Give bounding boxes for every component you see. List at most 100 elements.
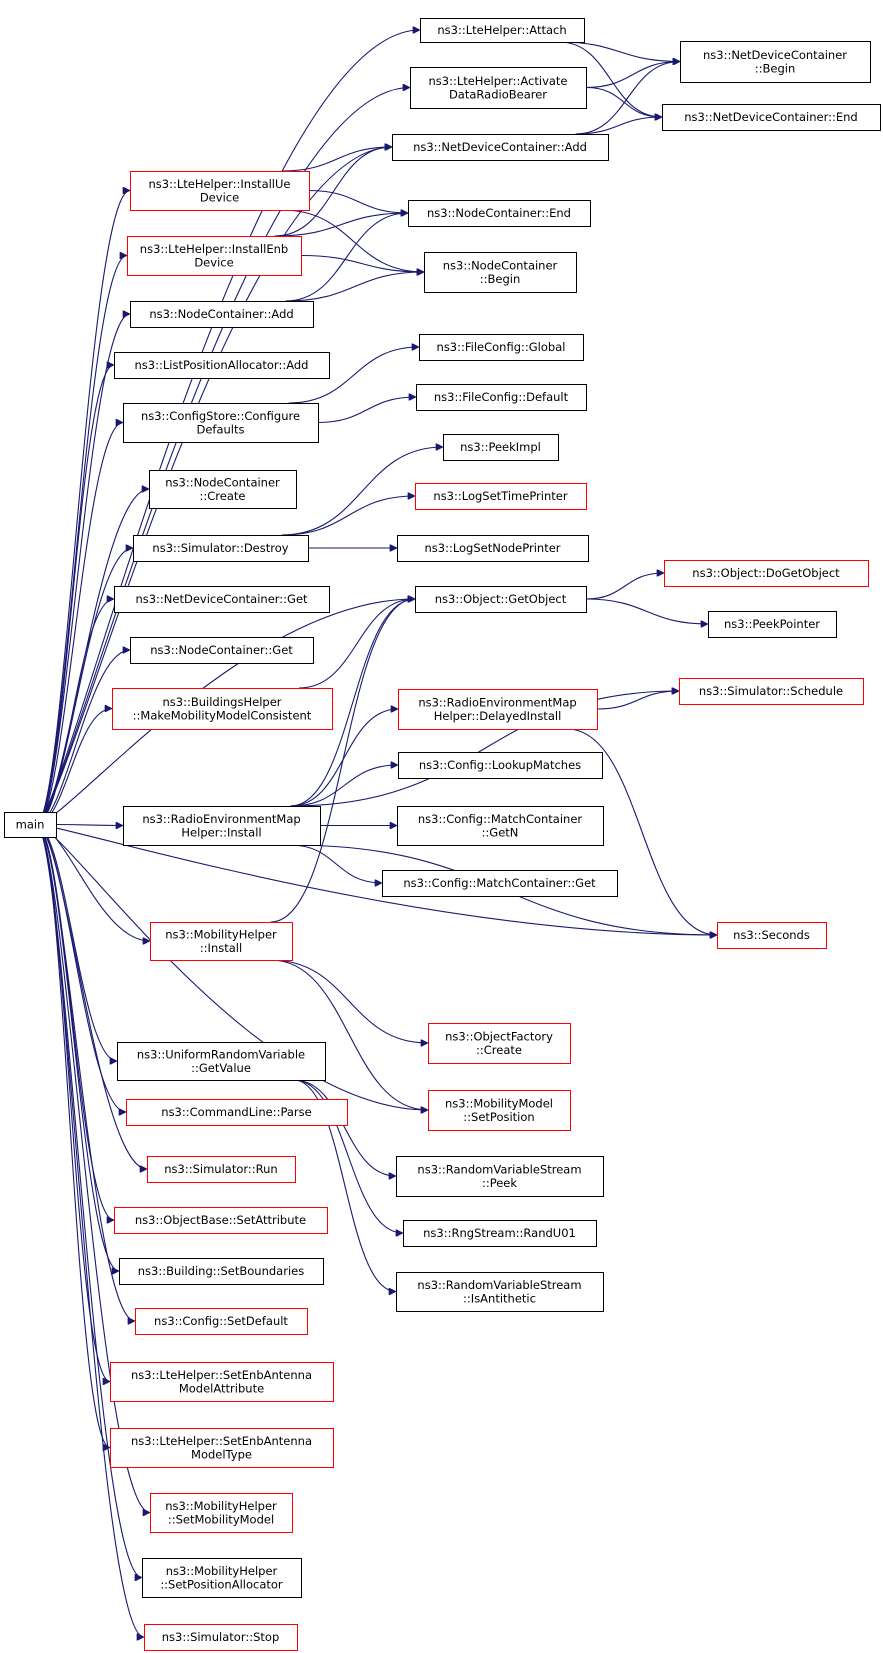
node-box[interactable]	[679, 678, 864, 705]
node-box[interactable]	[127, 236, 302, 276]
function-node-rvs-peek[interactable]: ns3::RandomVariableStream::Peek	[396, 1156, 604, 1197]
function-node-of-create[interactable]: ns3::ObjectFactory::Create	[428, 1023, 571, 1064]
node-box[interactable]	[114, 352, 330, 379]
node-box[interactable]	[147, 1156, 296, 1183]
node-box[interactable]	[717, 922, 827, 949]
node-box[interactable]	[416, 384, 587, 411]
function-node-cfg-lookup[interactable]: ns3::Config::LookupMatches	[398, 752, 603, 779]
node-box[interactable]	[150, 922, 293, 961]
function-node-lpa-add[interactable]: ns3::ListPositionAllocator::Add	[114, 352, 330, 379]
node-box[interactable]	[123, 806, 321, 846]
function-node-peekptr[interactable]: ns3::PeekPointer	[708, 611, 837, 638]
node-box[interactable]	[408, 200, 591, 227]
node-box[interactable]	[114, 1207, 328, 1234]
node-box[interactable]	[398, 752, 603, 779]
function-node-bh-mmc[interactable]: ns3::BuildingsHelper::MakeMobilityModelC…	[112, 688, 333, 730]
node-box[interactable]	[135, 1308, 308, 1335]
node-box[interactable]	[123, 403, 319, 443]
function-node-ndc-get[interactable]: ns3::NetDeviceContainer::Get	[114, 586, 330, 613]
node-box[interactable]	[415, 483, 587, 510]
function-node-main[interactable]: main	[4, 812, 57, 838]
node-box[interactable]	[110, 1428, 334, 1468]
node-box[interactable]	[392, 134, 609, 161]
node-box[interactable]	[396, 1272, 604, 1312]
node-box[interactable]	[403, 1220, 597, 1247]
function-node-nc-get[interactable]: ns3::NodeContainer::Get	[130, 637, 314, 664]
function-node-rng-randu01[interactable]: ns3::RngStream::RandU01	[403, 1220, 597, 1247]
function-node-lognode[interactable]: ns3::LogSetNodePrinter	[397, 535, 589, 562]
function-node-sim-run[interactable]: ns3::Simulator::Run	[147, 1156, 296, 1183]
function-node-cfg-getn[interactable]: ns3::Config::MatchContainer::GetN	[397, 806, 604, 846]
function-node-cfg-get[interactable]: ns3::Config::MatchContainer::Get	[382, 870, 618, 897]
function-node-mh-setmm[interactable]: ns3::MobilityHelper::SetMobilityModel	[150, 1493, 293, 1533]
node-box[interactable]	[664, 560, 869, 587]
function-node-fc-default[interactable]: ns3::FileConfig::Default	[416, 384, 587, 411]
node-box[interactable]	[149, 470, 297, 509]
function-node-ndc-end[interactable]: ns3::NetDeviceContainer::End	[662, 104, 881, 131]
function-node-ob-setattr[interactable]: ns3::ObjectBase::SetAttribute	[114, 1207, 328, 1234]
node-box[interactable]	[415, 586, 587, 613]
node-box[interactable]	[150, 1493, 293, 1533]
node-box[interactable]	[130, 301, 314, 328]
function-node-lte-enbantattr[interactable]: ns3::LteHelper::SetEnbAntennaModelAttrib…	[110, 1362, 334, 1402]
function-node-sim-stop[interactable]: ns3::Simulator::Stop	[144, 1624, 298, 1651]
node-box[interactable]	[130, 637, 314, 664]
function-node-logtime[interactable]: ns3::LogSetTimePrinter	[415, 483, 587, 510]
function-node-rvs-isanti[interactable]: ns3::RandomVariableStream::IsAntithetic	[396, 1272, 604, 1312]
node-box[interactable]	[112, 688, 333, 730]
node-box[interactable]	[428, 1023, 571, 1064]
function-node-seconds[interactable]: ns3::Seconds	[717, 922, 827, 949]
function-node-nc-end[interactable]: ns3::NodeContainer::End	[408, 200, 591, 227]
node-box[interactable]	[428, 1090, 571, 1131]
function-node-attach[interactable]: ns3::LteHelper::Attach	[420, 18, 585, 43]
function-node-remh-delayed[interactable]: ns3::RadioEnvironmentMapHelper::DelayedI…	[398, 689, 598, 730]
node-box[interactable]	[443, 434, 559, 461]
function-node-ndc-add[interactable]: ns3::NetDeviceContainer::Add	[392, 134, 609, 161]
node-box[interactable]	[397, 535, 589, 562]
function-node-mh-install[interactable]: ns3::MobilityHelper::Install	[150, 922, 293, 961]
node-box[interactable]	[110, 1362, 334, 1402]
function-node-nc-begin[interactable]: ns3::NodeContainer::Begin	[424, 252, 577, 293]
function-node-cl-parse[interactable]: ns3::CommandLine::Parse	[126, 1099, 348, 1126]
node-box[interactable]	[397, 806, 604, 846]
node-box[interactable]	[680, 41, 871, 83]
node-box[interactable]	[144, 1624, 298, 1651]
function-node-nc-add[interactable]: ns3::NodeContainer::Add	[130, 301, 314, 328]
node-box[interactable]	[419, 334, 584, 361]
node-box[interactable]	[410, 67, 587, 109]
node-box[interactable]	[119, 1258, 324, 1285]
function-node-mh-setpa[interactable]: ns3::MobilityHelper::SetPositionAllocato…	[142, 1558, 302, 1598]
function-node-ndc-begin[interactable]: ns3::NetDeviceContainer::Begin	[680, 41, 871, 83]
function-node-fc-global[interactable]: ns3::FileConfig::Global	[419, 334, 584, 361]
node-box[interactable]	[398, 689, 598, 730]
node-box[interactable]	[424, 252, 577, 293]
function-node-obj-getobj[interactable]: ns3::Object::GetObject	[415, 586, 587, 613]
function-node-obj-dogetobj[interactable]: ns3::Object::DoGetObject	[664, 560, 869, 587]
function-node-sim-destroy[interactable]: ns3::Simulator::Destroy	[133, 535, 309, 562]
node-box[interactable]	[133, 535, 309, 562]
node-box[interactable]	[382, 870, 618, 897]
function-node-cfg-setdefault[interactable]: ns3::Config::SetDefault	[135, 1308, 308, 1335]
function-node-peekimpl[interactable]: ns3::PeekImpl	[443, 434, 559, 461]
node-box[interactable]	[114, 586, 330, 613]
function-node-mm-setpos[interactable]: ns3::MobilityModel::SetPosition	[428, 1090, 571, 1131]
function-node-urv-getvalue[interactable]: ns3::UniformRandomVariable::GetValue	[117, 1042, 326, 1081]
node-box[interactable]	[142, 1558, 302, 1598]
node-box[interactable]	[420, 18, 585, 43]
node-box[interactable]	[4, 812, 57, 838]
node-box[interactable]	[126, 1099, 348, 1126]
node-box[interactable]	[130, 171, 310, 211]
function-node-nc-create[interactable]: ns3::NodeContainer::Create	[149, 470, 297, 509]
node-box[interactable]	[396, 1156, 604, 1197]
function-node-bld-setbounds[interactable]: ns3::Building::SetBoundaries	[119, 1258, 324, 1285]
node-box[interactable]	[117, 1042, 326, 1081]
node-box[interactable]	[708, 611, 837, 638]
node-box[interactable]	[662, 104, 881, 131]
function-node-sim-schedule[interactable]: ns3::Simulator::Schedule	[679, 678, 864, 705]
